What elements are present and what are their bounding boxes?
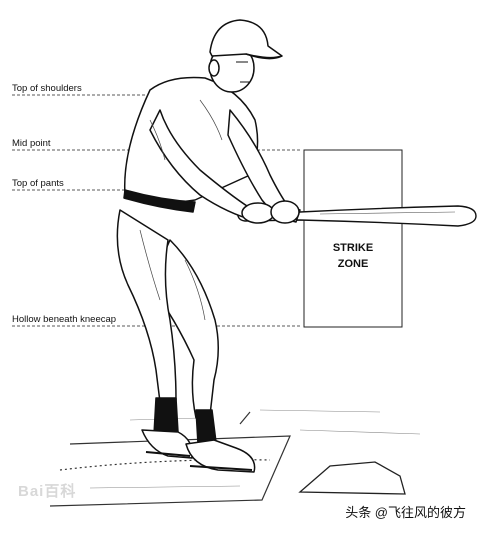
toutiao-watermark: 头条 @飞往风的彼方	[345, 505, 466, 520]
batter-figure	[116, 19, 301, 473]
figure-shading	[139, 99, 223, 321]
label-hollow-beneath-kneecap: Hollow beneath kneecap	[12, 314, 117, 325]
home-plate	[298, 461, 406, 495]
ground-shading	[89, 409, 421, 489]
strike-zone-label: STRIKE ZONE	[305, 240, 401, 272]
label-top-of-shoulders: Top of shoulders	[12, 83, 82, 94]
strike-zone-label-line1: STRIKE	[332, 242, 374, 254]
baike-watermark: Bai百科	[18, 483, 77, 500]
label-mid-point: Mid point	[12, 138, 51, 149]
baseball-bat	[236, 205, 477, 227]
strike-zone-box	[303, 149, 403, 328]
label-top-of-pants: Top of pants	[12, 178, 64, 189]
strike-zone-label-line2: ZONE	[337, 258, 369, 270]
